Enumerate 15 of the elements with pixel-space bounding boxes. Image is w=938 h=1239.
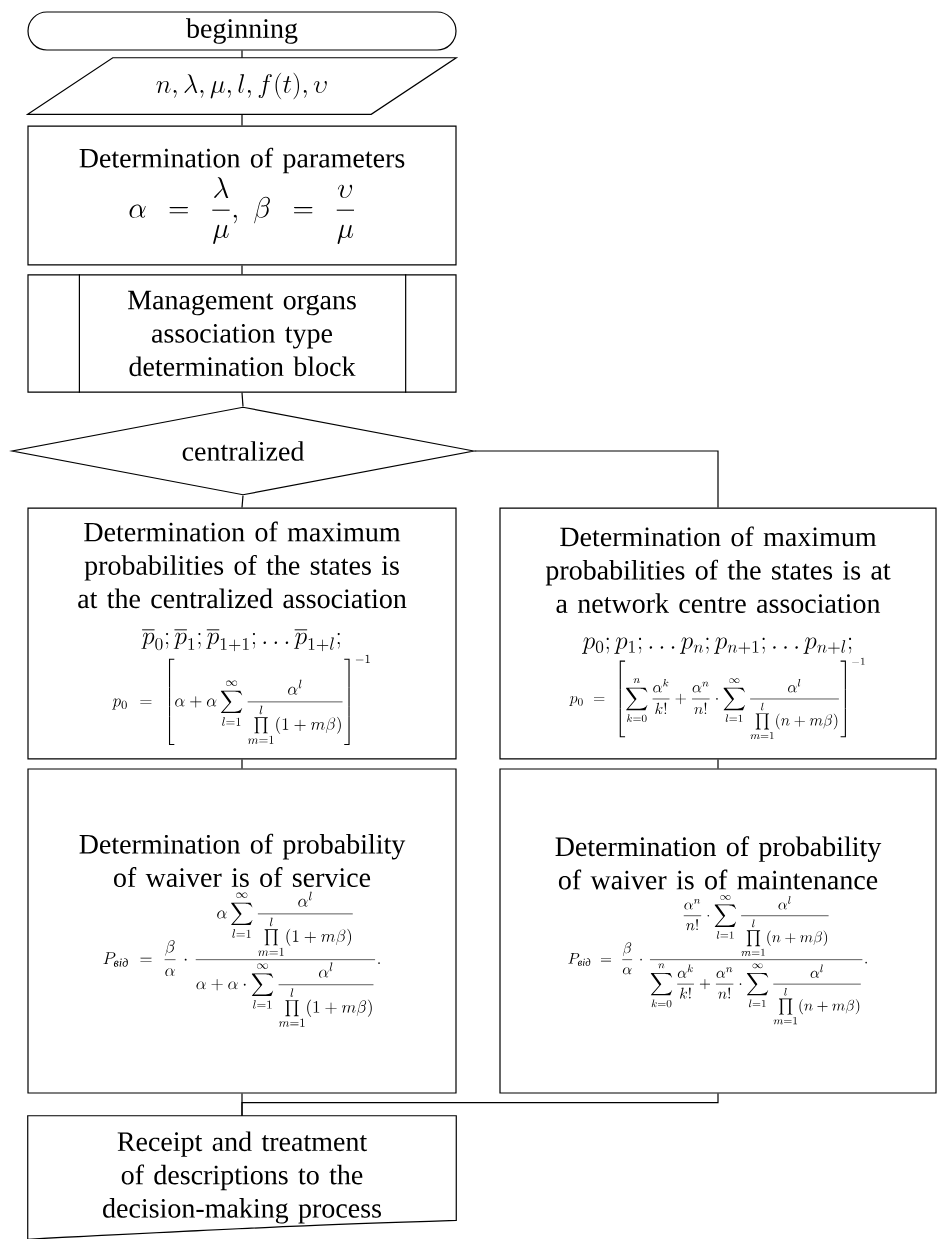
process-box: Determination of parameters $\alpha=\frac{\lambda}{\mu},\ \beta=\frac{\upsilon}{\mu}$ bbox=[27, 125, 457, 266]
process-box: Determination of maximum probabilities of the states is at the centralized association $\overline{p}_0;\overline{p}_1;\overline{p}_{1+1};\ldots\overline{p}_{1+l};$ $p_0=\left[\alpha+\alpha\sum_{l=1}^{\infty}\frac{\alpha^l}{\prod\limits_{m=1}^{l}(1+m\beta)}\right]^{-1}$ bbox=[27, 507, 457, 760]
connector-line bbox=[717, 758, 719, 769]
connector-line bbox=[474, 450, 719, 509]
connector-line bbox=[241, 264, 243, 275]
connector-line bbox=[241, 113, 243, 127]
connector-line bbox=[241, 1093, 719, 1117]
process-box: Determination of probability of waiver is of service $P_{\textit{від}}=\frac{\beta}{\alpha}\cdot\frac{\displaystyle\alpha\sum_{l=1}^{\infty}\frac{\alpha^l}{\prod\limits_{m=1}^{l}(1+m\beta)}}{\displaystyle\alpha+\alpha\cdot\sum_{l=1}^{\infty}\frac{\alpha^l}{\prod\limits_{m=1}^{l}(1+m\beta)}}.$ bbox=[27, 768, 457, 1094]
connector-line bbox=[241, 392, 244, 407]
connector-line bbox=[241, 50, 243, 59]
process-box: Determination of probability of waiver is of maintenance $P_{\textit{від}}=\frac{\beta}{\alpha}\cdot\frac{\displaystyle\frac{\alpha^n}{n!}\cdot\sum_{l=1}^{\infty}\frac{\alpha^l}{\prod\limits_{m=1}^{l}(n+m\beta)}}{\displaystyle\sum_{k=0}^{n}\frac{\alpha^k}{k!}+\frac{\alpha^n}{n!}\cdot\sum_{l=1}^{\infty}\frac{\alpha^l}{\prod\limits_{m=1}^{l}(n+m\beta)}}.$ bbox=[499, 768, 937, 1094]
predefined-process-box: Management organs association type determination block bbox=[27, 273, 457, 394]
connector-line bbox=[241, 758, 243, 769]
connector-line bbox=[241, 495, 244, 509]
process-box: Determination of maximum probabilities of the states is at a network centre association $p_0;p_1;\ldots p_n;p_{n+1};\ldots p_{n+l};$ $p_0=\left[\sum_{k=0}^{n}\frac{\alpha^k}{k!}+\frac{\alpha^n}{n!}\cdot\sum_{l=1}^{\infty}\frac{\alpha^l}{\prod\limits_{m=1}^{l}(n+m\beta)}\right]^{-1}$ bbox=[499, 507, 937, 760]
